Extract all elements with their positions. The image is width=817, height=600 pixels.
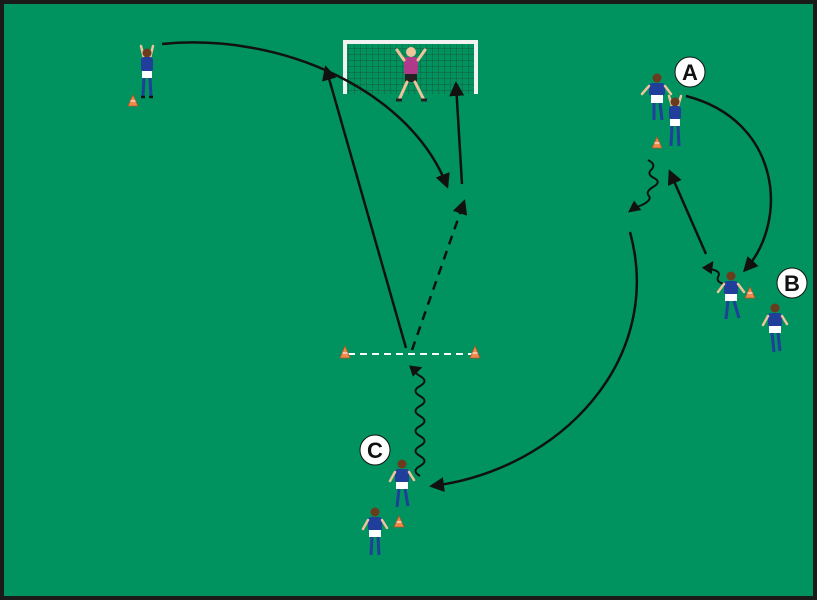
- goal-frame: [343, 40, 478, 94]
- dashed-pass-arrow: [410, 199, 468, 351]
- goalkeeper: [395, 47, 427, 102]
- label-a-text: A: [682, 60, 698, 85]
- return-run-arrow: [667, 169, 708, 255]
- cone: [339, 344, 351, 359]
- label-b-text: B: [784, 271, 800, 296]
- shot-arrow: [449, 81, 465, 185]
- player: [761, 303, 789, 353]
- cone: [127, 94, 139, 107]
- cone: [651, 136, 663, 149]
- player: [716, 271, 746, 320]
- player: [667, 94, 683, 147]
- player: [388, 459, 416, 508]
- label-b: B: [776, 267, 808, 299]
- player: [640, 73, 673, 121]
- cone: [469, 344, 481, 359]
- player: [361, 507, 389, 556]
- label-c: C: [359, 434, 391, 466]
- pass-a-to-b-arrow: [685, 94, 773, 273]
- dribble-arrow-a: [628, 159, 659, 213]
- cone: [393, 515, 405, 528]
- long-pass-arrow: [429, 231, 639, 492]
- run-arrow: [322, 65, 408, 349]
- player: [139, 44, 155, 99]
- label-a: A: [674, 56, 706, 88]
- dribble-arrow-b: [701, 261, 725, 285]
- movement-lines: [161, 41, 773, 492]
- dribble-arrow-c: [408, 365, 426, 477]
- label-c-text: C: [367, 438, 383, 463]
- cone: [744, 286, 756, 299]
